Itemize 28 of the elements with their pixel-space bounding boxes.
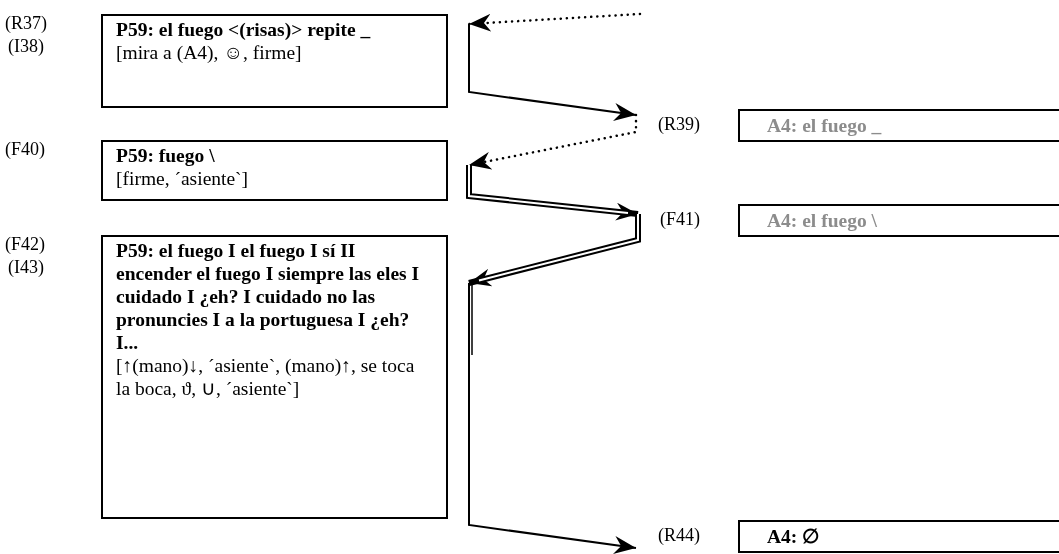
line-number: (R44): [658, 524, 700, 547]
speech-text: A4: ∅: [767, 525, 821, 548]
utterance-box: [101, 235, 448, 519]
line-number: (F40): [5, 138, 45, 161]
arrow: [468, 23, 637, 121]
line-number: (R39): [658, 113, 700, 136]
response-box: [738, 204, 1059, 237]
gesture-note: [firme, ´asiente`]: [116, 167, 250, 190]
gesture-note: [↑(mano)↓, ´asiente`, (mano)↑, se toca la boca, ϑ, ∪, ´asiente`]: [116, 354, 416, 400]
double-arrow: [466, 165, 639, 221]
line-number: (R37): [5, 12, 47, 35]
line-number: (I38): [8, 35, 44, 58]
arrow: [468, 282, 637, 554]
response-box: [738, 520, 1059, 553]
response-box: [738, 109, 1059, 142]
line-number: (I43): [8, 256, 44, 279]
speech-text: P59: el fuego <(risas)> repite _: [116, 18, 372, 41]
utterance-box: [101, 14, 448, 108]
utterance-box: [101, 140, 448, 201]
dotted-arrow: [467, 113, 638, 170]
speech-text: P59: fuego \: [116, 144, 216, 167]
dotted-arrow: [467, 12, 642, 32]
line-number: (F41): [660, 208, 700, 231]
speech-text: A4: el fuego \: [767, 209, 878, 232]
speech-text: A4: el fuego _: [767, 114, 883, 137]
line-number: (F42): [5, 233, 45, 256]
speech-text: P59: el fuego I el fuego I sí II encender el fuego I siempre las eles I cuidado I ¿eh? I cuidado no las pronuncies I a la portuguesa I ¿eh? I...: [116, 239, 421, 354]
gesture-note: [mira a (A4), ☺, firme]: [116, 41, 303, 64]
